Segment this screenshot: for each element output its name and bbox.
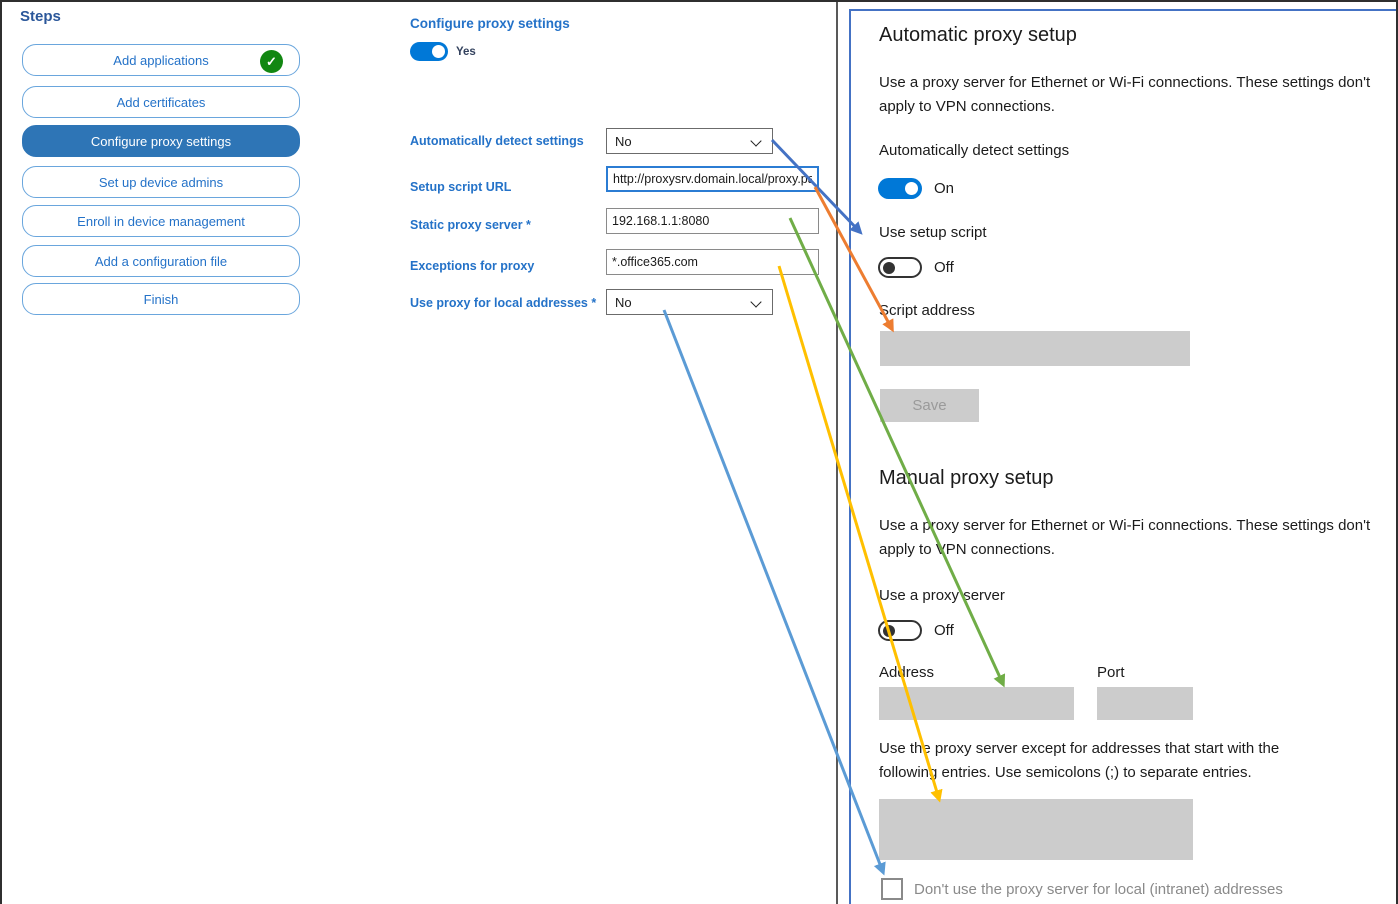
- local-addresses-checkbox[interactable]: [881, 878, 903, 900]
- chevron-down-icon: [750, 296, 762, 308]
- proxy-exceptions-textarea[interactable]: [879, 799, 1193, 860]
- configure-proxy-toggle[interactable]: [410, 42, 448, 61]
- manual-proxy-description: Use a proxy server for Ethernet or Wi-Fi…: [879, 517, 1371, 558]
- use-setup-script-toggle-state: Off: [934, 259, 954, 276]
- toggle-knob: [883, 261, 895, 274]
- input-setup-script-url[interactable]: [606, 166, 819, 192]
- auto-detect-settings-toggle[interactable]: [878, 178, 922, 199]
- step-set-up-device-admins[interactable]: Set up device admins: [22, 166, 300, 198]
- label-automatically-detect-settings: Automatically detect settings: [410, 134, 584, 148]
- input-static-proxy-server[interactable]: [606, 208, 819, 234]
- label-setup-script-url: Setup script URL: [410, 180, 512, 194]
- dropdown-value: No: [615, 133, 632, 149]
- automatic-proxy-setup-heading: Automatic proxy setup: [879, 24, 1077, 46]
- steps-heading: Steps: [20, 8, 61, 25]
- windows-proxy-settings-panel: Automatic proxy setup Use a proxy server…: [849, 9, 1398, 904]
- port-input[interactable]: [1097, 687, 1193, 720]
- label-static-proxy-server: Static proxy server *: [410, 218, 531, 232]
- image-border-left: [0, 0, 2, 904]
- form-title: Configure proxy settings: [410, 16, 570, 31]
- toggle-knob: [883, 624, 895, 637]
- port-label: Port: [1097, 664, 1125, 681]
- automatic-proxy-description: Use a proxy server for Ethernet or Wi-Fi…: [879, 74, 1371, 115]
- toggle-knob: [432, 45, 445, 58]
- step-configure-proxy-settings[interactable]: Configure proxy settings: [22, 125, 300, 157]
- use-proxy-server-toggle-state: Off: [934, 622, 954, 639]
- use-proxy-server-toggle[interactable]: [878, 620, 922, 641]
- label-use-proxy-local-addresses: Use proxy for local addresses *: [410, 296, 597, 310]
- image-border-top: [0, 0, 1398, 2]
- auto-detect-settings-label: Automatically detect settings: [879, 142, 1070, 159]
- completed-check-icon: ✓: [260, 50, 283, 73]
- vertical-divider: [836, 0, 838, 904]
- use-proxy-server-label: Use a proxy server: [879, 587, 1005, 604]
- manual-proxy-setup-heading: Manual proxy setup: [879, 467, 1054, 489]
- label-exceptions-for-proxy: Exceptions for proxy: [410, 259, 535, 273]
- step-add-certificates[interactable]: Add certificates: [22, 86, 300, 118]
- step-finish[interactable]: Finish: [22, 283, 300, 315]
- auto-detect-toggle-state: On: [934, 180, 955, 197]
- chevron-down-icon: [750, 135, 762, 147]
- script-address-input[interactable]: [880, 331, 1190, 366]
- dropdown-automatically-detect-settings[interactable]: No: [606, 128, 773, 154]
- script-address-label: Script address: [879, 302, 975, 319]
- step-add-configuration-file[interactable]: Add a configuration file: [22, 245, 300, 277]
- step-enroll-device-management[interactable]: Enroll in device management: [22, 205, 300, 237]
- use-setup-script-label: Use setup script: [879, 224, 987, 241]
- input-exceptions-for-proxy[interactable]: [606, 249, 819, 275]
- dropdown-value: No: [615, 294, 632, 310]
- save-button[interactable]: Save: [880, 389, 979, 422]
- address-input[interactable]: [879, 687, 1074, 720]
- local-addresses-checkbox-label: Don't use the proxy server for local (in…: [914, 881, 1283, 898]
- configure-proxy-toggle-label: Yes: [456, 46, 476, 58]
- use-setup-script-toggle[interactable]: [878, 257, 922, 278]
- image-border-right: [1396, 0, 1398, 904]
- dropdown-use-proxy-local-addresses[interactable]: No: [606, 289, 773, 315]
- toggle-knob: [905, 182, 918, 195]
- step-add-applications[interactable]: Add applications: [22, 44, 300, 76]
- proxy-exceptions-description: Use the proxy server except for addresse…: [879, 740, 1280, 781]
- address-label: Address: [879, 664, 935, 681]
